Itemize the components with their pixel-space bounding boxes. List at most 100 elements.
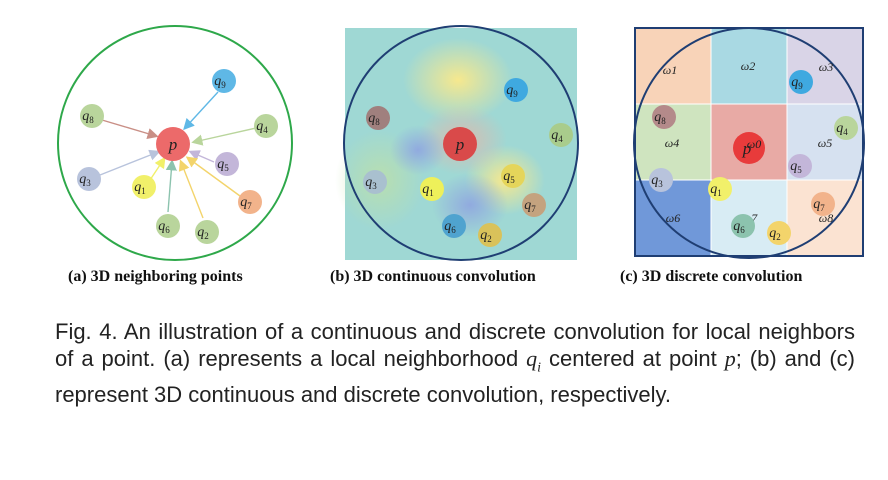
point-q3-b (363, 170, 387, 194)
label-q4-a: q4 (256, 119, 268, 135)
label-q2-c: q2 (769, 226, 781, 242)
label-q5-a: q5 (217, 157, 229, 173)
subcaption-a: (a) 3D neighboring points (68, 268, 243, 285)
point-q4-c (834, 116, 858, 140)
point-p-a (156, 127, 190, 161)
point-q1-a (132, 175, 156, 199)
arrows-a (99, 91, 257, 219)
point-q9-c (789, 70, 813, 94)
figure-panels: p q9 q8 q4 q3 q5 q1 q7 q6 q2 (57, 25, 865, 261)
point-q4-b (549, 123, 573, 147)
point-q8-b (366, 106, 390, 130)
point-p-b (443, 127, 477, 161)
arrow-q5-p (188, 150, 215, 163)
neighborhood-circle-c (633, 27, 865, 259)
point-q9-b (504, 78, 528, 102)
points-b: p q9 q8 q4 q3 q1 q5 q7 q6 q2 (363, 78, 573, 247)
panel-c-discrete-convolution: ω1 ω2 ω3 ω4 ω5 ω6 ω7 ω8 p ω0 q9 q8 q4 q5… (633, 27, 865, 259)
arrow-q6-p (165, 159, 177, 213)
neighborhood-circle-b (343, 25, 579, 261)
point-q3-c (649, 168, 673, 192)
subcaption-c: (c) 3D discrete convolution (620, 268, 803, 285)
label-q3-b: q3 (365, 175, 377, 191)
point-q6-a (156, 214, 180, 238)
field-glow-yellow (403, 38, 513, 122)
label-p-c: p (742, 139, 752, 158)
label-q9-a: q9 (214, 74, 226, 90)
label-q1-b: q1 (422, 182, 434, 198)
label-w2: ω2 (741, 59, 755, 73)
arrow-q9-p (183, 91, 219, 131)
arrow-q3-p (99, 149, 161, 176)
label-q7-a: q7 (240, 195, 252, 211)
label-w0: ω0 (747, 137, 761, 151)
point-q2-c (767, 221, 791, 245)
label-q7-b: q7 (524, 198, 536, 214)
caption-symbol-qi: qi (526, 346, 542, 376)
points-a: p q9 q8 q4 q3 q5 q1 q7 q6 q2 (77, 69, 278, 244)
label-q6-a: q6 (158, 219, 170, 235)
caption-symbol-qi-subscript: i (537, 360, 542, 376)
point-q9-a (212, 69, 236, 93)
label-q3-a: q3 (79, 172, 91, 188)
label-q2-a: q2 (197, 225, 209, 241)
point-p-c (733, 132, 765, 164)
point-q5-a (215, 152, 239, 176)
arrow-q7-p (185, 156, 241, 197)
point-q6-c (731, 214, 755, 238)
caption-text-3: ; (b) and (c) represent 3D continuous an… (55, 346, 856, 408)
point-q7-b (522, 193, 546, 217)
neighborhood-circle-a (57, 25, 293, 261)
cell-w6 (635, 180, 711, 256)
point-q5-c (788, 154, 812, 178)
point-q6-b (442, 214, 466, 238)
weight-labels: ω1 ω2 ω3 ω4 ω5 ω6 ω7 ω8 (663, 59, 833, 225)
label-q2-b: q2 (480, 228, 492, 244)
label-q8-a: q8 (82, 109, 94, 125)
point-q8-c (652, 105, 676, 129)
subcaption-b: (b) 3D continuous convolution (330, 268, 536, 285)
label-w3: ω3 (819, 60, 833, 74)
label-w5: ω5 (818, 136, 832, 150)
label-q3-c: q3 (651, 173, 663, 189)
caption-symbol-p: p (724, 346, 736, 371)
label-p-b: p (455, 135, 465, 154)
figure-caption: Fig. 4. An illustration of a continuous … (55, 318, 855, 408)
label-q8-b: q8 (368, 111, 380, 127)
label-w1: ω1 (663, 63, 677, 77)
label-q6-c: q6 (733, 219, 745, 235)
caption-text-2: centered at point (541, 346, 725, 371)
point-q1-c (708, 177, 732, 201)
arrow-q2-p (178, 159, 204, 219)
label-q1-a: q1 (134, 180, 146, 196)
label-q9-c: q9 (791, 75, 803, 91)
point-q8-a (80, 104, 104, 128)
panel-b-continuous-convolution: p q9 q8 q4 q3 q1 q5 q7 q6 q2 (335, 25, 579, 261)
point-q1-b (420, 177, 444, 201)
kernel-grid (634, 27, 864, 257)
label-p-a: p (168, 135, 178, 154)
panel-a-neighboring-points: p q9 q8 q4 q3 q5 q1 q7 q6 q2 (57, 25, 293, 261)
label-q6-b: q6 (444, 219, 456, 235)
point-q2-a (195, 220, 219, 244)
label-q4-c: q4 (836, 121, 848, 137)
label-q5-b: q5 (503, 169, 515, 185)
label-w4: ω4 (665, 136, 679, 150)
point-q7-a (238, 190, 262, 214)
label-q1-c: q1 (710, 182, 722, 198)
label-q9-b: q9 (506, 83, 518, 99)
arrow-q4-p (191, 127, 257, 146)
point-q5-b (501, 164, 525, 188)
arrow-q8-p (101, 119, 159, 139)
points-c: p ω0 q9 q8 q4 q5 q3 q1 q7 q6 q2 (649, 70, 858, 245)
point-q4-a (254, 114, 278, 138)
field-glow-blue-left (390, 125, 446, 175)
cell-w2 (711, 28, 787, 104)
label-q5-c: q5 (790, 159, 802, 175)
arrow-q1-p (149, 156, 166, 181)
caption-text-1: Fig. 4. An illustration of a continuous … (55, 319, 855, 371)
label-q8-c: q8 (654, 110, 666, 126)
point-q2-b (478, 223, 502, 247)
label-w6: ω6 (666, 211, 680, 225)
point-q3-a (77, 167, 101, 191)
